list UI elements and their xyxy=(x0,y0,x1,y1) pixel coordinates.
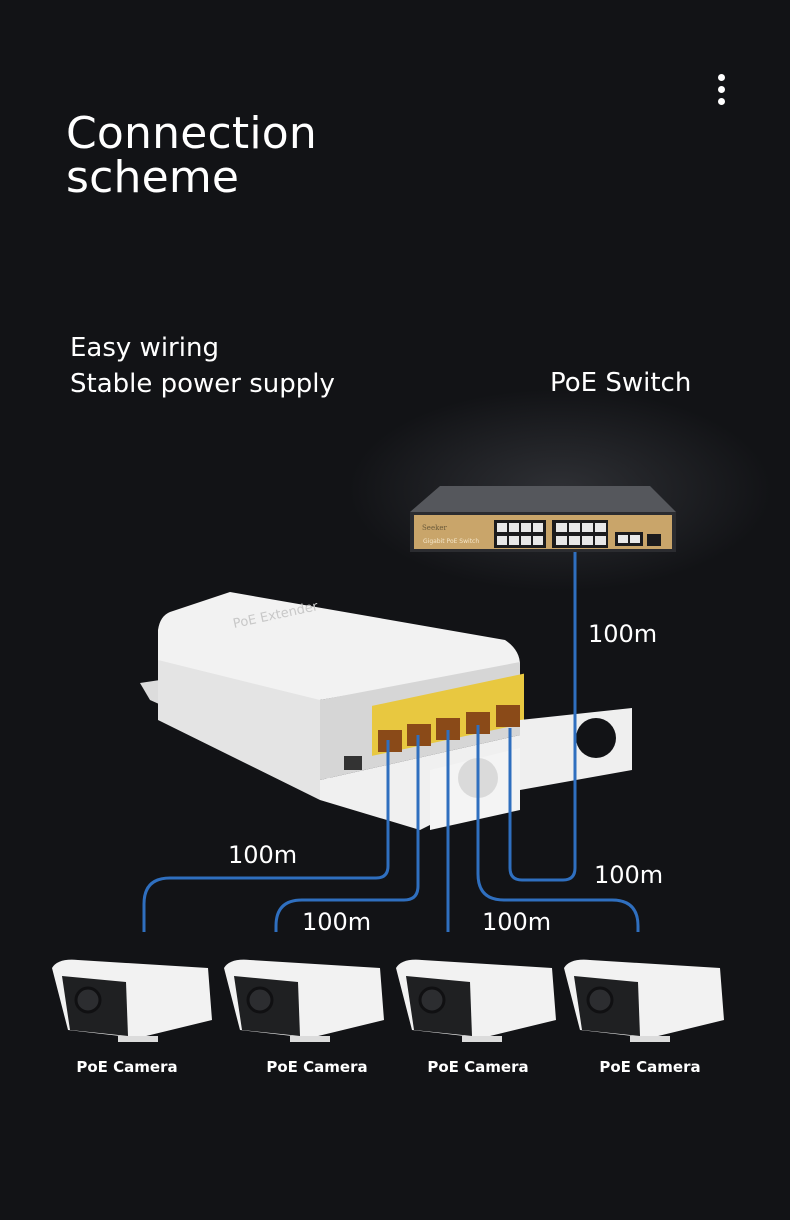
camera-1-label: PoE Camera xyxy=(76,1058,178,1076)
cable-camera-1 xyxy=(142,740,390,932)
camera-3-label: PoE Camera xyxy=(427,1058,529,1076)
switch-brand-text: Gigabit PoE Switch xyxy=(423,538,479,545)
distance-label-camera-2: 100m xyxy=(302,908,372,936)
extender-dip-switch xyxy=(344,756,362,770)
tagline-stable-power: Stable power supply xyxy=(70,369,335,399)
distance-label-switch: 100m xyxy=(588,620,658,648)
tagline: Easy wiring Stable power supply xyxy=(70,330,335,402)
title-line-1: Connection xyxy=(66,108,317,159)
camera-2-label: PoE Camera xyxy=(266,1058,368,1076)
poe-extender-device: PoE Extender xyxy=(140,592,632,830)
page-title: Connection scheme xyxy=(66,112,317,200)
distance-label-camera-1: 100m xyxy=(228,841,298,869)
cable-switch-to-extender xyxy=(508,552,577,882)
camera-3-device xyxy=(396,959,556,1042)
poe-switch-device: Seeker Gigabit PoE Switch xyxy=(410,486,676,552)
switch-brand-logo: Seeker xyxy=(422,524,447,532)
camera-4-device xyxy=(564,959,724,1042)
camera-2-device xyxy=(224,959,384,1042)
poe-switch-label: PoE Switch xyxy=(550,368,692,398)
distance-label-extender-in: 100m xyxy=(594,861,664,889)
cables xyxy=(142,552,640,932)
distance-label-camera-3-4: 100m xyxy=(482,908,552,936)
camera-1-device xyxy=(52,959,212,1042)
tagline-easy-wiring: Easy wiring xyxy=(70,333,219,363)
cable-camera-2 xyxy=(274,735,420,932)
title-line-2: scheme xyxy=(66,152,240,203)
camera-4-label: PoE Camera xyxy=(599,1058,701,1076)
more-vertical-icon[interactable] xyxy=(712,72,732,108)
cable-camera-4 xyxy=(476,725,640,932)
